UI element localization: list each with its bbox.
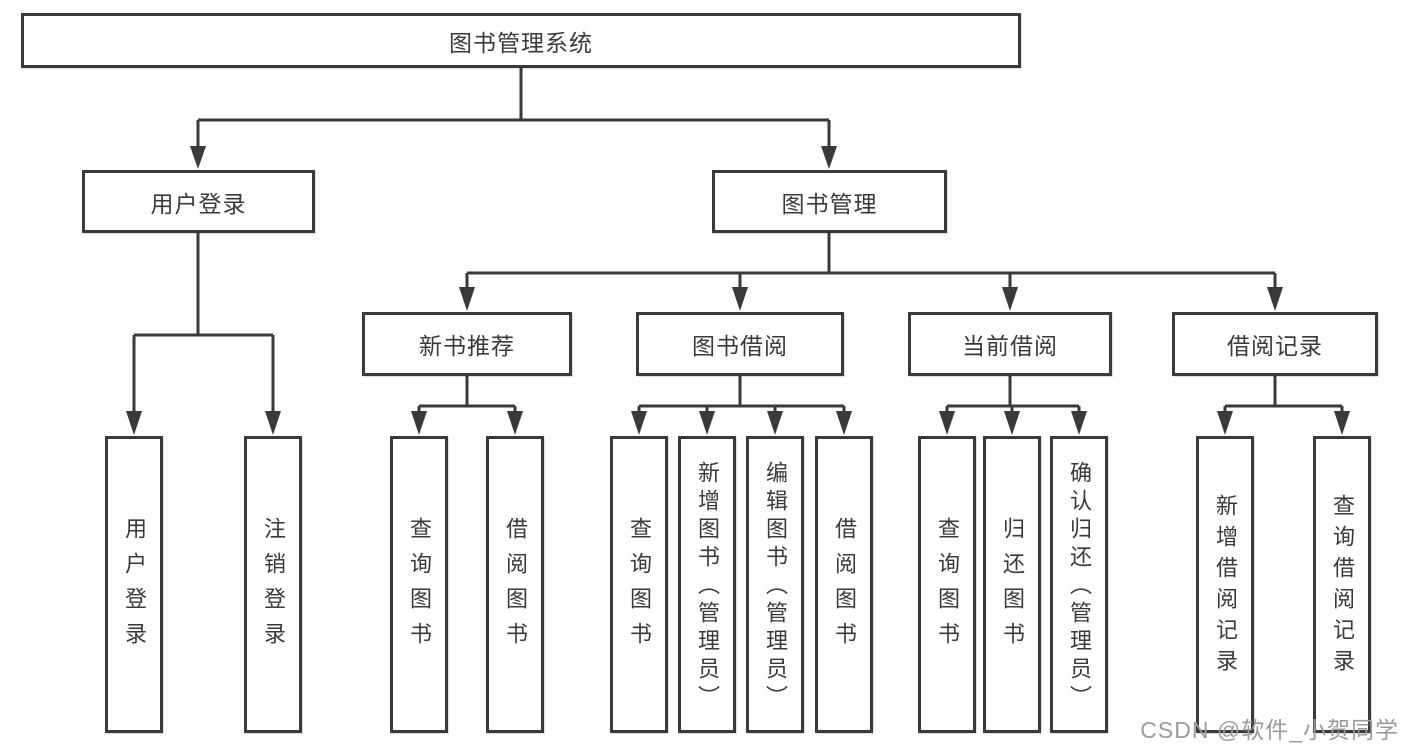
- leaf-br-query-record: 查询借阅记录: [1313, 436, 1371, 733]
- edges-userlogin-to-leaves: [126, 233, 281, 435]
- leaf-nb-borrow-books: 借阅图书: [486, 436, 544, 733]
- node-book-borrowing: 图书借阅: [636, 312, 844, 376]
- leaf-cb-query-books: 查询图书: [918, 436, 976, 733]
- leaf-bb-borrow-books: 借阅图书: [815, 436, 873, 733]
- leaf-bb-query-books: 查询图书: [610, 436, 668, 733]
- leaf-user-login: 用户登录: [105, 436, 163, 733]
- csdn-watermark: CSDN @软件_小贺同学: [1140, 717, 1399, 743]
- edges-bookmgmt-to-level3: [459, 233, 1283, 311]
- node-user-login-branch: 用户登录: [82, 170, 315, 233]
- node-borrowing-records: 借阅记录: [1172, 312, 1378, 376]
- edges-current-to-leaves: [939, 376, 1087, 435]
- leaf-nb-query-books: 查询图书: [390, 436, 448, 733]
- edges-borrow-to-leaves: [631, 376, 852, 435]
- leaf-bb-edit-books-admin: 编辑图书（管理员）: [746, 436, 804, 733]
- node-new-book-recommend: 新书推荐: [362, 312, 572, 376]
- leaf-cb-confirm-return-admin: 确认归还（管理员）: [1050, 436, 1108, 733]
- edges-root-to-level2: [190, 68, 837, 169]
- node-book-management: 图书管理: [712, 170, 947, 233]
- leaf-bb-add-books-admin: 新增图书（管理员）: [678, 436, 736, 733]
- node-current-borrowing: 当前借阅: [908, 312, 1112, 376]
- leaf-br-add-record: 新增借阅记录: [1196, 436, 1254, 733]
- edges-newbook-to-leaves: [411, 376, 523, 435]
- node-root: 图书管理系统: [21, 13, 1021, 68]
- leaf-logout: 注销登录: [244, 436, 302, 733]
- leaf-cb-return-books: 归还图书: [983, 436, 1041, 733]
- edges-records-to-leaves: [1217, 376, 1350, 435]
